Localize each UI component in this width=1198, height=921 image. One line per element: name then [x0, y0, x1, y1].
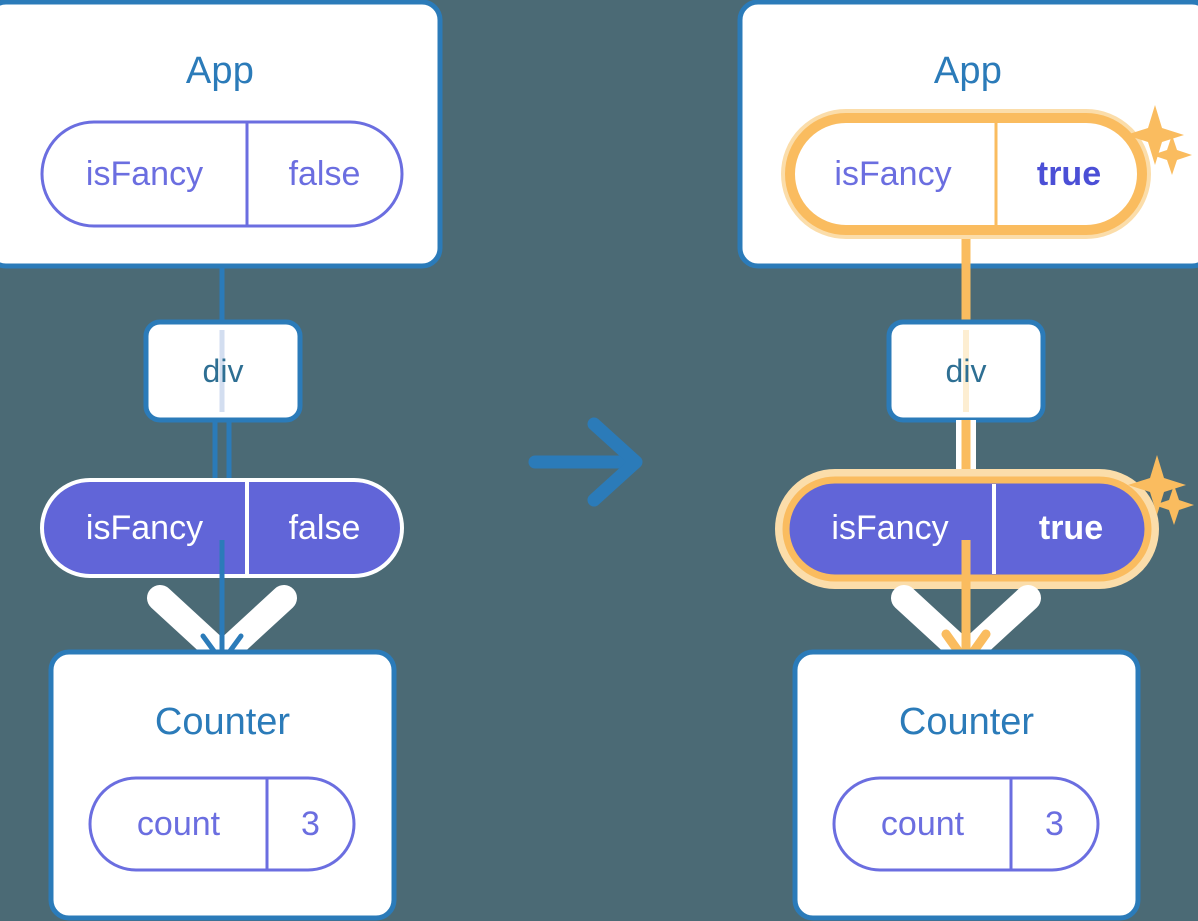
prop-pill-right [775, 469, 1159, 589]
sparkle-small-icon-top [1152, 135, 1192, 175]
sparkle-small-icon-mid [1154, 485, 1194, 525]
counter-state-pill-left [88, 776, 356, 872]
sparkle-large-icon-mid [1128, 455, 1186, 515]
app-state-pill-left [40, 120, 404, 228]
sparkle-large-icon-top [1126, 105, 1184, 165]
counter-state-pill-right [832, 776, 1100, 872]
app-state-pill-right [781, 109, 1151, 239]
transition-arrow-icon [528, 417, 643, 507]
